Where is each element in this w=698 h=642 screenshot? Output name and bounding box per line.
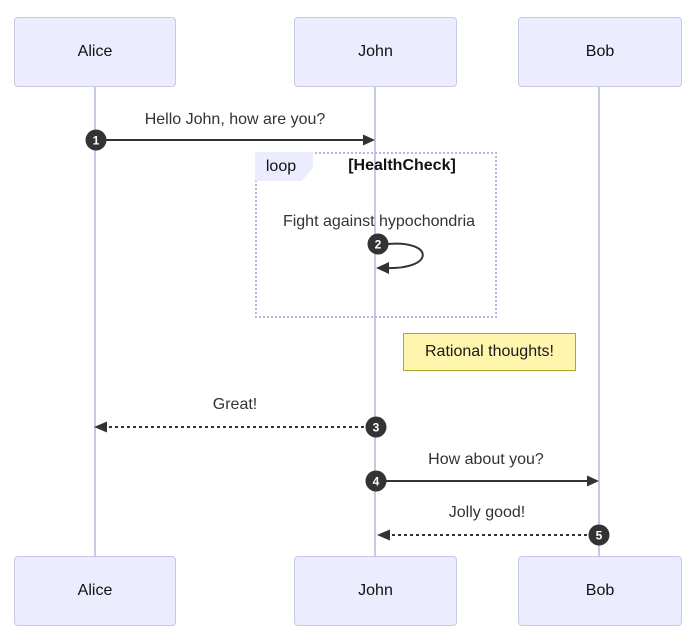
note-text: Rational thoughts!: [425, 343, 554, 360]
actor-box-john-top: John: [294, 17, 457, 87]
actor-label: Bob: [585, 582, 615, 599]
lifeline-john: [374, 87, 376, 556]
actor-label: Alice: [77, 43, 113, 60]
note-box: Rational thoughts!: [403, 333, 576, 371]
loop-label-text: loop: [265, 157, 297, 175]
sequence-number-badge: 5: [588, 524, 610, 546]
sequence-number-badge: 1: [85, 129, 107, 151]
actor-box-bob-bottom: Bob: [518, 556, 682, 626]
actor-label: Alice: [77, 582, 113, 599]
actor-label: Bob: [585, 43, 615, 60]
arrowhead-left-icon: [376, 262, 389, 274]
actor-box-alice-top: Alice: [14, 17, 176, 87]
actor-label: John: [358, 582, 393, 599]
message-text-4: How about you?: [428, 451, 544, 468]
actor-box-john-bottom: John: [294, 556, 457, 626]
sequence-number-badge: 3: [365, 416, 387, 438]
actor-label: John: [358, 43, 393, 60]
loop-condition: [HealthCheck]: [348, 157, 456, 174]
arrowhead-right-icon: [587, 475, 599, 487]
actor-box-bob-top: Bob: [518, 17, 682, 87]
message-text-1: Hello John, how are you?: [144, 111, 326, 128]
message-text-5: Jolly good!: [448, 504, 526, 521]
sequence-number-badge: 4: [365, 470, 387, 492]
arrowhead-right-icon: [363, 134, 375, 146]
arrowhead-left-icon: [377, 529, 390, 541]
sequence-number-badge: 2: [367, 233, 389, 255]
arrowhead-left-icon: [94, 421, 107, 433]
self-message-curve: [383, 242, 424, 270]
loop-label: loop: [255, 152, 313, 181]
lifeline-alice: [94, 87, 96, 556]
message-text-3: Great!: [212, 396, 258, 413]
loop-frame: [255, 152, 497, 318]
message-text-2: Fight against hypochondria: [282, 213, 476, 230]
actor-box-alice-bottom: Alice: [14, 556, 176, 626]
lifeline-bob: [598, 87, 600, 556]
